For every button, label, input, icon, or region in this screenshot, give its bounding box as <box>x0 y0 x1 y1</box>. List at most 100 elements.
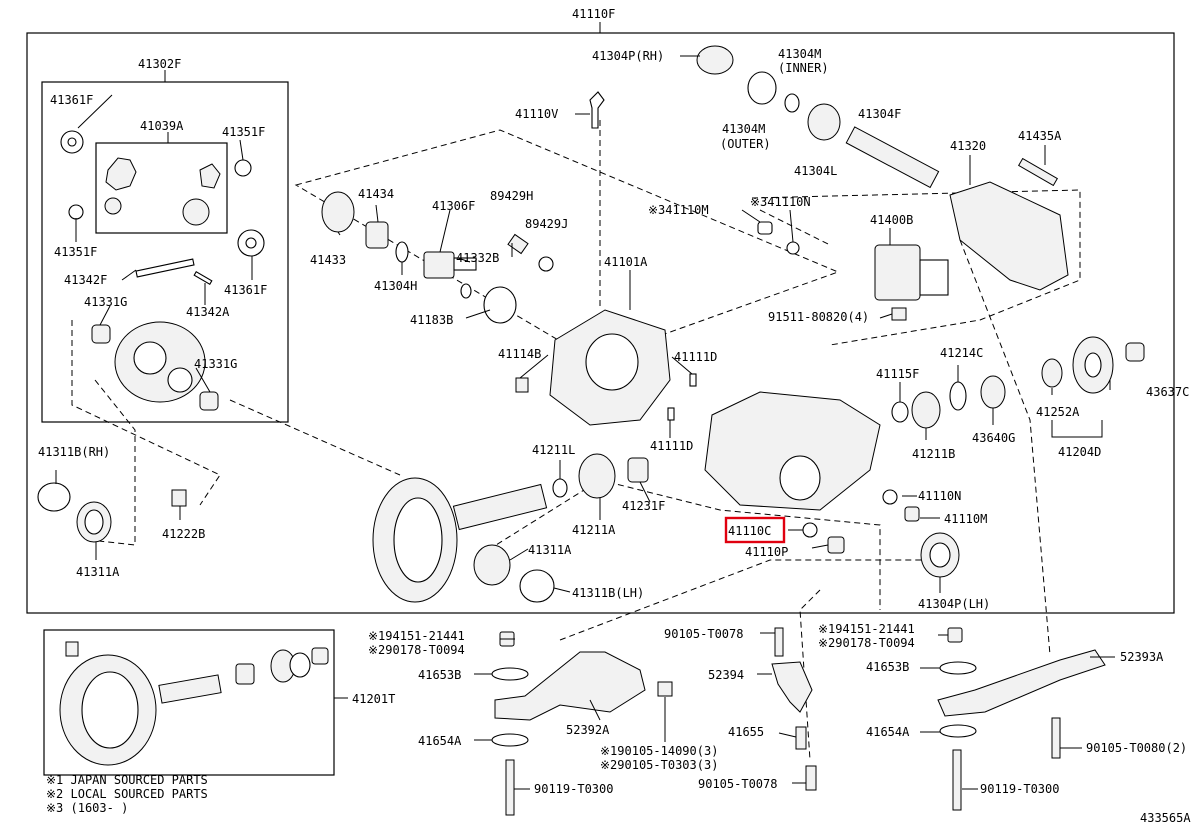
part-label-41304M-inner[interactable]: 41304M <box>778 47 821 61</box>
side-gear-frame <box>95 142 228 234</box>
part-label-52393A[interactable]: 52393A <box>1120 650 1164 664</box>
bolt-icon <box>505 759 515 816</box>
snap-ring-icon <box>395 241 409 263</box>
bolt-icon <box>774 627 784 657</box>
part-label-41211A[interactable]: 41211A <box>572 523 616 537</box>
part-label-90119-T0300[interactable]: 90119-T0300 <box>980 782 1059 796</box>
part-label-41222B[interactable]: 41222B <box>162 527 205 541</box>
companion-flange-icon <box>1072 336 1114 394</box>
part-label-41361F[interactable]: 41361F <box>224 283 267 297</box>
part-label-290178-T0094[interactable]: ※290178-T0094 <box>368 643 465 657</box>
part-label-41114B[interactable]: 41114B <box>498 347 541 361</box>
carrier-housing-icon <box>704 391 881 511</box>
bolt-icon <box>65 641 79 657</box>
part-label-41111D[interactable]: 41111D <box>650 439 693 453</box>
part-label-41252A[interactable]: 41252A <box>1036 405 1080 419</box>
thrust-washer-icon <box>68 204 84 220</box>
part-label-41211B[interactable]: 41211B <box>912 447 955 461</box>
part-label-41434[interactable]: 41434 <box>358 187 394 201</box>
part-label-41304F[interactable]: 41304F <box>858 107 901 121</box>
part-label-90105-T0078[interactable]: 90105-T0078 <box>698 777 777 791</box>
actuator-icon <box>874 244 949 301</box>
part-label-290178-T0094[interactable]: ※290178-T0094 <box>818 636 915 650</box>
dashed-guide <box>559 559 940 641</box>
shim-icon <box>949 381 967 411</box>
part-label-41110M[interactable]: ※341110M <box>648 203 709 217</box>
part-label-41110F[interactable]: 41110F <box>572 7 615 21</box>
bolt-icon <box>515 377 529 393</box>
part-label-52392A[interactable]: 52392A <box>566 723 610 737</box>
bolt-icon <box>952 749 962 811</box>
snap-ring-icon <box>784 93 800 113</box>
part-label-41304M-outer[interactable]: 41304M <box>722 122 765 136</box>
part-label-41304P-lh[interactable]: 41304P(LH) <box>918 597 990 611</box>
part-label-41653B[interactable]: 41653B <box>866 660 909 674</box>
part-label-41342A[interactable]: 41342A <box>186 305 230 319</box>
part-label-41110N[interactable]: 41110N <box>918 489 961 503</box>
part-label-90119-T0300[interactable]: 90119-T0300 <box>534 782 613 796</box>
part-label-90105-T0080[interactable]: 90105-T0080(2) <box>1086 741 1187 755</box>
part-label-52394[interactable]: 52394 <box>708 668 744 682</box>
part-label-41115F[interactable]: 41115F <box>876 367 919 381</box>
part-label-89429H[interactable]: 89429H <box>490 189 533 203</box>
part-label-41351F[interactable]: 41351F <box>222 125 265 139</box>
part-label-41101A[interactable]: 41101A <box>604 255 648 269</box>
part-label-41332B[interactable]: 41332B <box>456 251 499 265</box>
highlight-box <box>724 516 786 544</box>
part-label-41351F[interactable]: 41351F <box>54 245 97 259</box>
part-label-41311A[interactable]: 41311A <box>76 565 120 579</box>
part-label-41204D[interactable]: 41204D <box>1058 445 1101 459</box>
part-label-41331G[interactable]: 41331G <box>194 357 237 371</box>
part-label-41311B-rh[interactable]: 41311B(RH) <box>38 445 110 459</box>
part-label-41039A[interactable]: 41039A <box>140 119 184 133</box>
bolt-icon <box>1017 157 1059 187</box>
part-label-194151-21441[interactable]: ※194151-21441 <box>368 629 465 643</box>
part-label-41311B-lh[interactable]: 41311B(LH) <box>572 586 644 600</box>
part-label-41304L[interactable]: 41304L <box>794 164 837 178</box>
part-label-41654A[interactable]: 41654A <box>418 734 462 748</box>
part-label-41111D[interactable]: 41111D <box>674 350 717 364</box>
part-label-41183B[interactable]: 41183B <box>410 313 453 327</box>
part-label-89429J[interactable]: 89429J <box>525 217 568 231</box>
nut-icon <box>1125 342 1145 362</box>
part-label-41331G[interactable]: 41331G <box>84 295 127 309</box>
part-label-91511-80820[interactable]: 91511-80820(4) <box>768 310 869 324</box>
part-label-41302F[interactable]: 41302F <box>138 57 181 71</box>
part-label-41110C[interactable]: 41110C <box>728 524 771 538</box>
part-label-41435A[interactable]: 41435A <box>1018 129 1062 143</box>
part-label-41214C[interactable]: 41214C <box>940 346 983 360</box>
part-label-41653B[interactable]: 41653B <box>418 668 461 682</box>
part-label-194151-21441[interactable]: ※194151-21441 <box>818 622 915 636</box>
part-label-43640G[interactable]: 43640G <box>972 431 1015 445</box>
gasket-icon <box>786 241 800 255</box>
part-label-41654A[interactable]: 41654A <box>866 725 910 739</box>
legend-note-local: ※2 LOCAL SOURCED PARTS <box>46 787 208 801</box>
part-label-41304P-rh[interactable]: 41304P(RH) <box>592 49 664 63</box>
part-label-41201T[interactable]: 41201T <box>352 692 395 706</box>
part-label-41320[interactable]: 41320 <box>950 139 986 153</box>
part-label-190105-14090[interactable]: ※190105-14090(3) <box>600 744 718 758</box>
nut-icon <box>947 627 963 643</box>
plug-icon <box>757 221 773 235</box>
part-label-41110N[interactable]: ※341110N <box>750 195 811 209</box>
part-label-41211L[interactable]: 41211L <box>532 443 575 457</box>
part-label-43637C[interactable]: 43637C <box>1146 385 1189 399</box>
part-label-41304M-outer-note: (OUTER) <box>720 137 771 151</box>
bolt-icon <box>1051 717 1061 759</box>
part-label-41304H[interactable]: 41304H <box>374 279 417 293</box>
part-label-41110V[interactable]: 41110V <box>515 107 558 121</box>
part-label-41361F[interactable]: 41361F <box>50 93 93 107</box>
part-label-41311A[interactable]: 41311A <box>528 543 572 557</box>
part-label-41342F[interactable]: 41342F <box>64 273 107 287</box>
part-label-41110M[interactable]: 41110M <box>944 512 987 526</box>
part-label-41433[interactable]: 41433 <box>310 253 346 267</box>
part-label-41231F[interactable]: 41231F <box>622 499 665 513</box>
part-label-290105-T0303[interactable]: ※290105-T0303(3) <box>600 758 718 772</box>
part-label-90105-T0078[interactable]: 90105-T0078 <box>664 627 743 641</box>
part-label-41110P[interactable]: 41110P <box>745 545 788 559</box>
part-label-41655[interactable]: 41655 <box>728 725 764 739</box>
part-label-41306F[interactable]: 41306F <box>432 199 475 213</box>
oil-seal-icon <box>289 652 311 678</box>
part-label-41400B[interactable]: 41400B <box>870 213 913 227</box>
